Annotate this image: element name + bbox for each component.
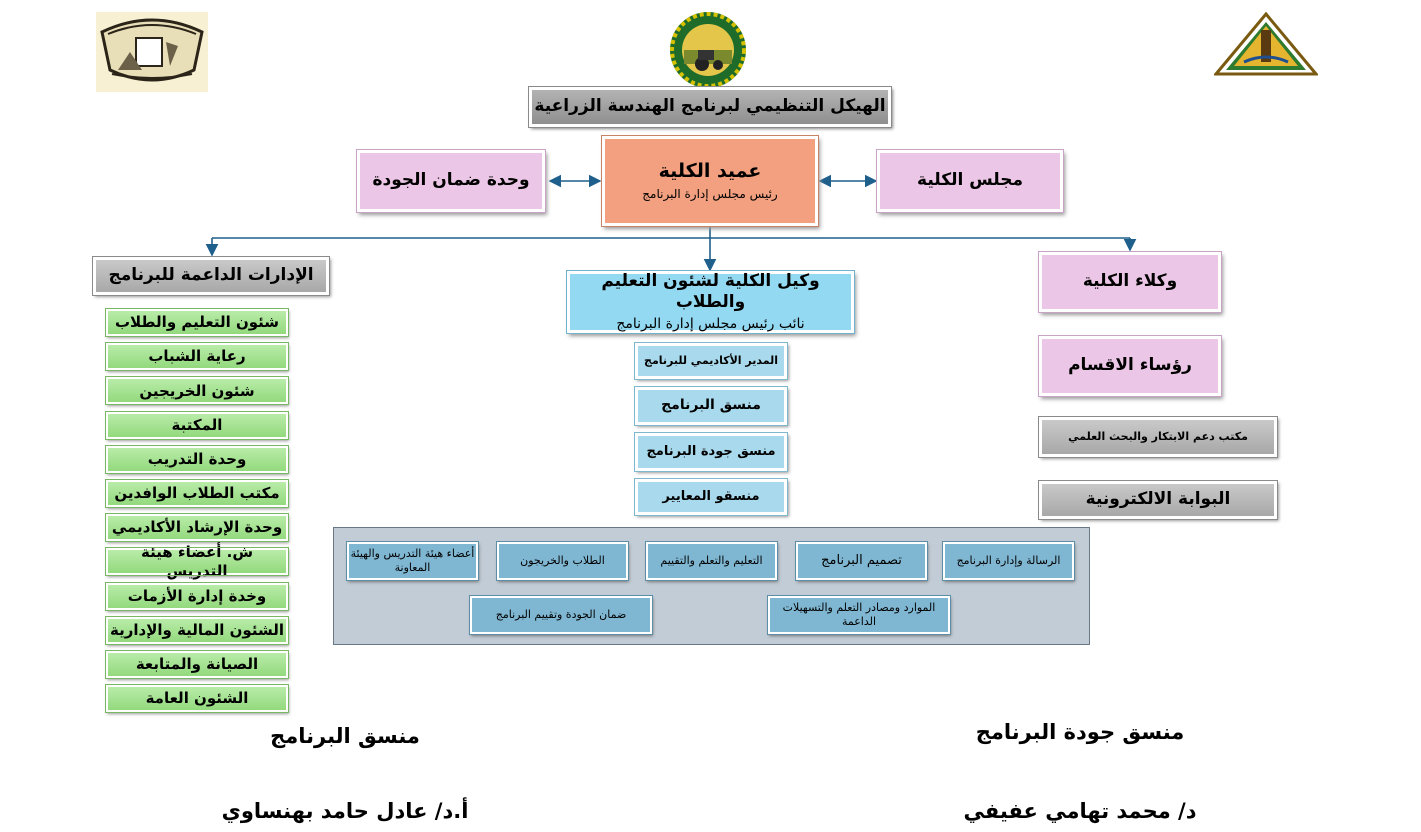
support-admin-item: وحدة التدريب xyxy=(105,444,289,474)
signature-left-name: أ.د/ عادل حامد بهنساوي xyxy=(221,799,469,823)
support-admin-item: وحدة الإرشاد الأكاديمي xyxy=(105,513,289,543)
support-admin-item: المكتبة xyxy=(105,410,289,440)
support-admin-item: ش. أعضاء هيئة التدريس xyxy=(105,543,289,580)
support-admin-item: رعاية الشباب xyxy=(105,342,289,372)
standard-faculty-staff: أعضاء هيئة التدريس والهيئة المعاونة xyxy=(346,541,479,581)
innovation-office-box: مكتب دعم الابتكار والبحث العلمي xyxy=(1038,416,1278,458)
standard-mission: الرسالة وإدارة البرنامج xyxy=(942,541,1075,581)
dean-box: عميد الكلية رئيس مجلس إدارة البرنامج xyxy=(601,135,819,227)
e-portal-box: البوابة الالكترونية xyxy=(1038,480,1278,520)
chart-title: الهيكل التنظيمي لبرنامج الهندسة الزراعية xyxy=(528,86,892,128)
standard-resources: الموارد ومصادر التعلم والتسهيلات الداعمة xyxy=(767,595,951,635)
support-admin-item: وخدة إدارة الأزمات xyxy=(105,581,289,611)
support-admin-header: الإدارات الداعمة للبرنامج xyxy=(92,256,330,296)
support-admin-item: شئون الخريجين xyxy=(105,376,289,406)
dean-subtitle: رئيس مجلس إدارة البرنامج xyxy=(642,187,778,202)
standards-coordinators-box: منسقو المعايير xyxy=(634,478,788,516)
academic-director-box: المدير الأكاديمي للبرنامج xyxy=(634,342,788,380)
signature-left-role: منسق البرنامج xyxy=(270,724,420,748)
support-admin-item: الصيانة والمتابعة xyxy=(105,650,289,679)
standard-quality-assurance: ضمان الجودة وتقييم البرنامج xyxy=(469,595,653,635)
faculty-council-box: مجلس الكلية xyxy=(876,149,1064,213)
support-admin-item: الشئون العامة xyxy=(105,684,289,714)
dept-heads-box: رؤساء الاقسام xyxy=(1038,335,1222,397)
faculty-logo xyxy=(96,12,208,92)
quality-coordinator-box: منسق جودة البرنامج xyxy=(634,432,788,472)
standard-program-design: تصميم البرنامج xyxy=(795,541,928,581)
quality-unit-box: وحدة ضمان الجودة xyxy=(356,149,546,213)
standard-students-graduates: الطلاب والخريجون xyxy=(496,541,629,581)
vice-dean-subtitle: نائب رئيس مجلس إدارة البرنامج xyxy=(616,316,805,332)
support-admin-item: شئون التعليم والطلاب xyxy=(105,308,289,337)
vice-dean-box: وكيل الكلية لشئون التعليم والطلاب نائب ر… xyxy=(566,270,855,334)
program-logo xyxy=(668,10,748,90)
vice-dean-title: وكيل الكلية لشئون التعليم والطلاب xyxy=(601,270,820,312)
support-admin-item: مكتب الطلاب الوافدين xyxy=(105,479,289,508)
vice-deans-box: وكلاء الكلية xyxy=(1038,251,1222,313)
program-coordinator-box: منسق البرنامج xyxy=(634,386,788,426)
support-admin-item: الشئون المالية والإدارية xyxy=(105,615,289,645)
dean-title: عميد الكلية xyxy=(658,159,762,182)
signature-right-role: منسق جودة البرنامج xyxy=(975,720,1185,744)
university-logo xyxy=(1212,11,1320,78)
standard-teaching-learning: التعليم والتعلم والتقييم xyxy=(645,541,778,581)
signature-right-name: د/ محمد تهامي عفيفي xyxy=(963,799,1197,823)
